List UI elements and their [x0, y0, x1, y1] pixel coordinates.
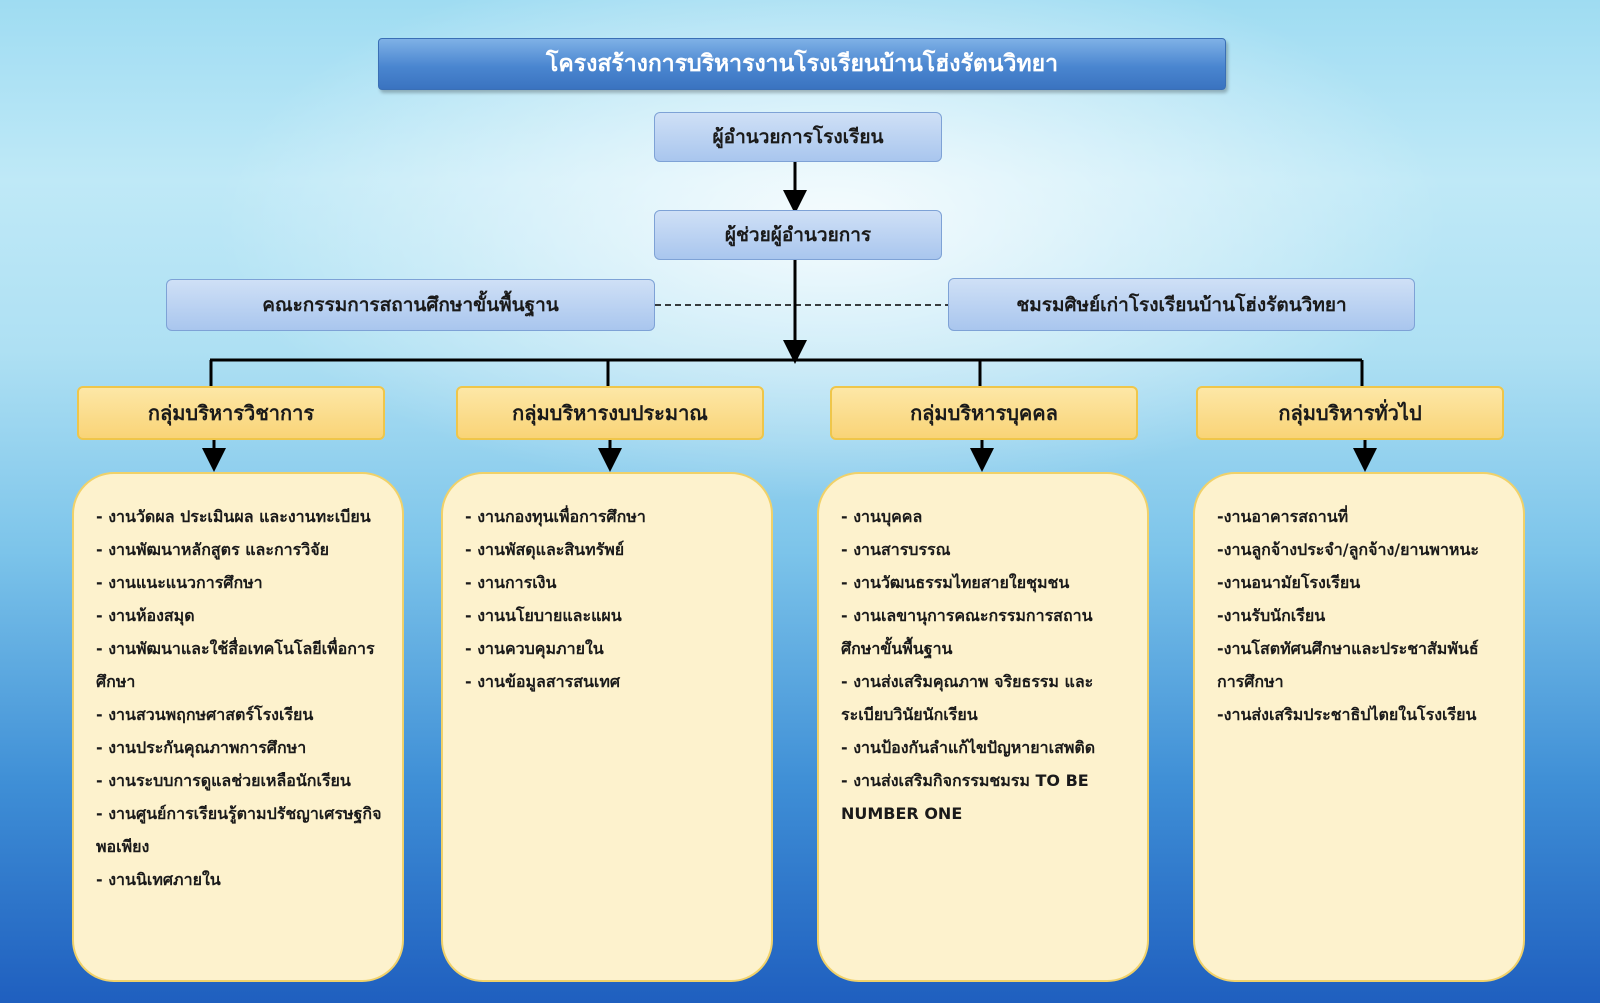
task-item: - งานห้องสมุด	[96, 606, 195, 625]
task-item: - งานป้องกันลำแก้ไขปัญหายาเสพติด	[841, 738, 1096, 757]
chart-title-banner: โครงสร้างการบริหารงานโรงเรียนบ้านโฮ่งรัต…	[378, 38, 1226, 90]
task-item: - งานเลขานุการคณะกรรมการสถานศึกษาขั้นพื้…	[841, 606, 1093, 658]
task-item: - งานบุคคล	[841, 507, 923, 526]
director-box: ผู้อำนวยการโรงเรียน	[654, 112, 942, 162]
task-item: - งานส่งเสริมกิจกรรมชมรม TO BE NUMBER ON…	[841, 771, 1089, 823]
group-budget-box: กลุ่มบริหารงบประมาณ	[456, 386, 764, 440]
assistant-director-box: ผู้ช่วยผู้อำนวยการ	[654, 210, 942, 260]
task-item: -งานโสตทัศนศึกษาและประชาสัมพันธ์การศึกษา	[1217, 639, 1479, 691]
task-item: - งานนิเทศภายใน	[96, 870, 221, 889]
task-item: -งานรับนักเรียน	[1217, 606, 1326, 625]
task-item: - งานศูนย์การเรียนรู้ตามปรัชญาเศรษฐกิจพอ…	[96, 804, 382, 856]
task-item: - งานส่งเสริมคุณภาพ จริยธรรม และระเบียบว…	[841, 672, 1094, 724]
alumni-club-box: ชมรมศิษย์เก่าโรงเรียนบ้านโฮ่งรัตนวิทยา	[948, 278, 1415, 331]
task-item: - งานสารบรรณ	[841, 540, 951, 559]
group-general-box: กลุ่มบริหารทั่วไป	[1196, 386, 1504, 440]
task-item: - งานพัสดุและสินทรัพย์	[465, 540, 625, 559]
panel-academic-tasks: - งานวัดผล ประเมินผล และงานทะเบียน - งาน…	[72, 472, 404, 982]
group-personnel-box: กลุ่มบริหารบุคคล	[830, 386, 1138, 440]
task-item: - งานวัดผล ประเมินผล และงานทะเบียน	[96, 507, 371, 526]
task-item: -งานส่งเสริมประชาธิปไตยในโรงเรียน	[1217, 705, 1477, 724]
panel-personnel-tasks: - งานบุคคล - งานสารบรรณ - งานวัฒนธรรมไทย…	[817, 472, 1149, 982]
task-item: - งานกองทุนเพื่อการศึกษา	[465, 507, 646, 526]
task-item: - งานประกันคุณภาพการศึกษา	[96, 738, 307, 757]
task-item: - งานควบคุมภายใน	[465, 639, 604, 658]
task-item: -งานอนามัยโรงเรียน	[1217, 573, 1361, 592]
task-item: - งานวัฒนธรรมไทยสายใยชุมชน	[841, 573, 1070, 592]
task-item: - งานระบบการดูแลช่วยเหลือนักเรียน	[96, 771, 351, 790]
task-item: - งานแนะแนวการศึกษา	[96, 573, 263, 592]
task-item: - งานการเงิน	[465, 573, 557, 592]
task-item: -งานลูกจ้างประจำ/ลูกจ้าง/ยานพาหนะ	[1217, 540, 1479, 559]
task-item: - งานข้อมูลสารสนเทศ	[465, 672, 621, 691]
panel-budget-tasks: - งานกองทุนเพื่อการศึกษา - งานพัสดุและสิ…	[441, 472, 773, 982]
panel-general-tasks: -งานอาคารสถานที่ -งานลูกจ้างประจำ/ลูกจ้า…	[1193, 472, 1525, 982]
group-academic-box: กลุ่มบริหารวิชาการ	[77, 386, 385, 440]
task-item: - งานนโยบายและแผน	[465, 606, 622, 625]
task-item: - งานพัฒนาและใช้สื่อเทคโนโลยีเพื่อการศึก…	[96, 639, 375, 691]
task-item: - งานพัฒนาหลักสูตร และการวิจัย	[96, 540, 329, 559]
task-item: -งานอาคารสถานที่	[1217, 507, 1349, 526]
school-committee-box: คณะกรรมการสถานศึกษาขั้นพื้นฐาน	[166, 279, 655, 331]
task-item: - งานสวนพฤกษศาสตร์โรงเรียน	[96, 705, 314, 724]
